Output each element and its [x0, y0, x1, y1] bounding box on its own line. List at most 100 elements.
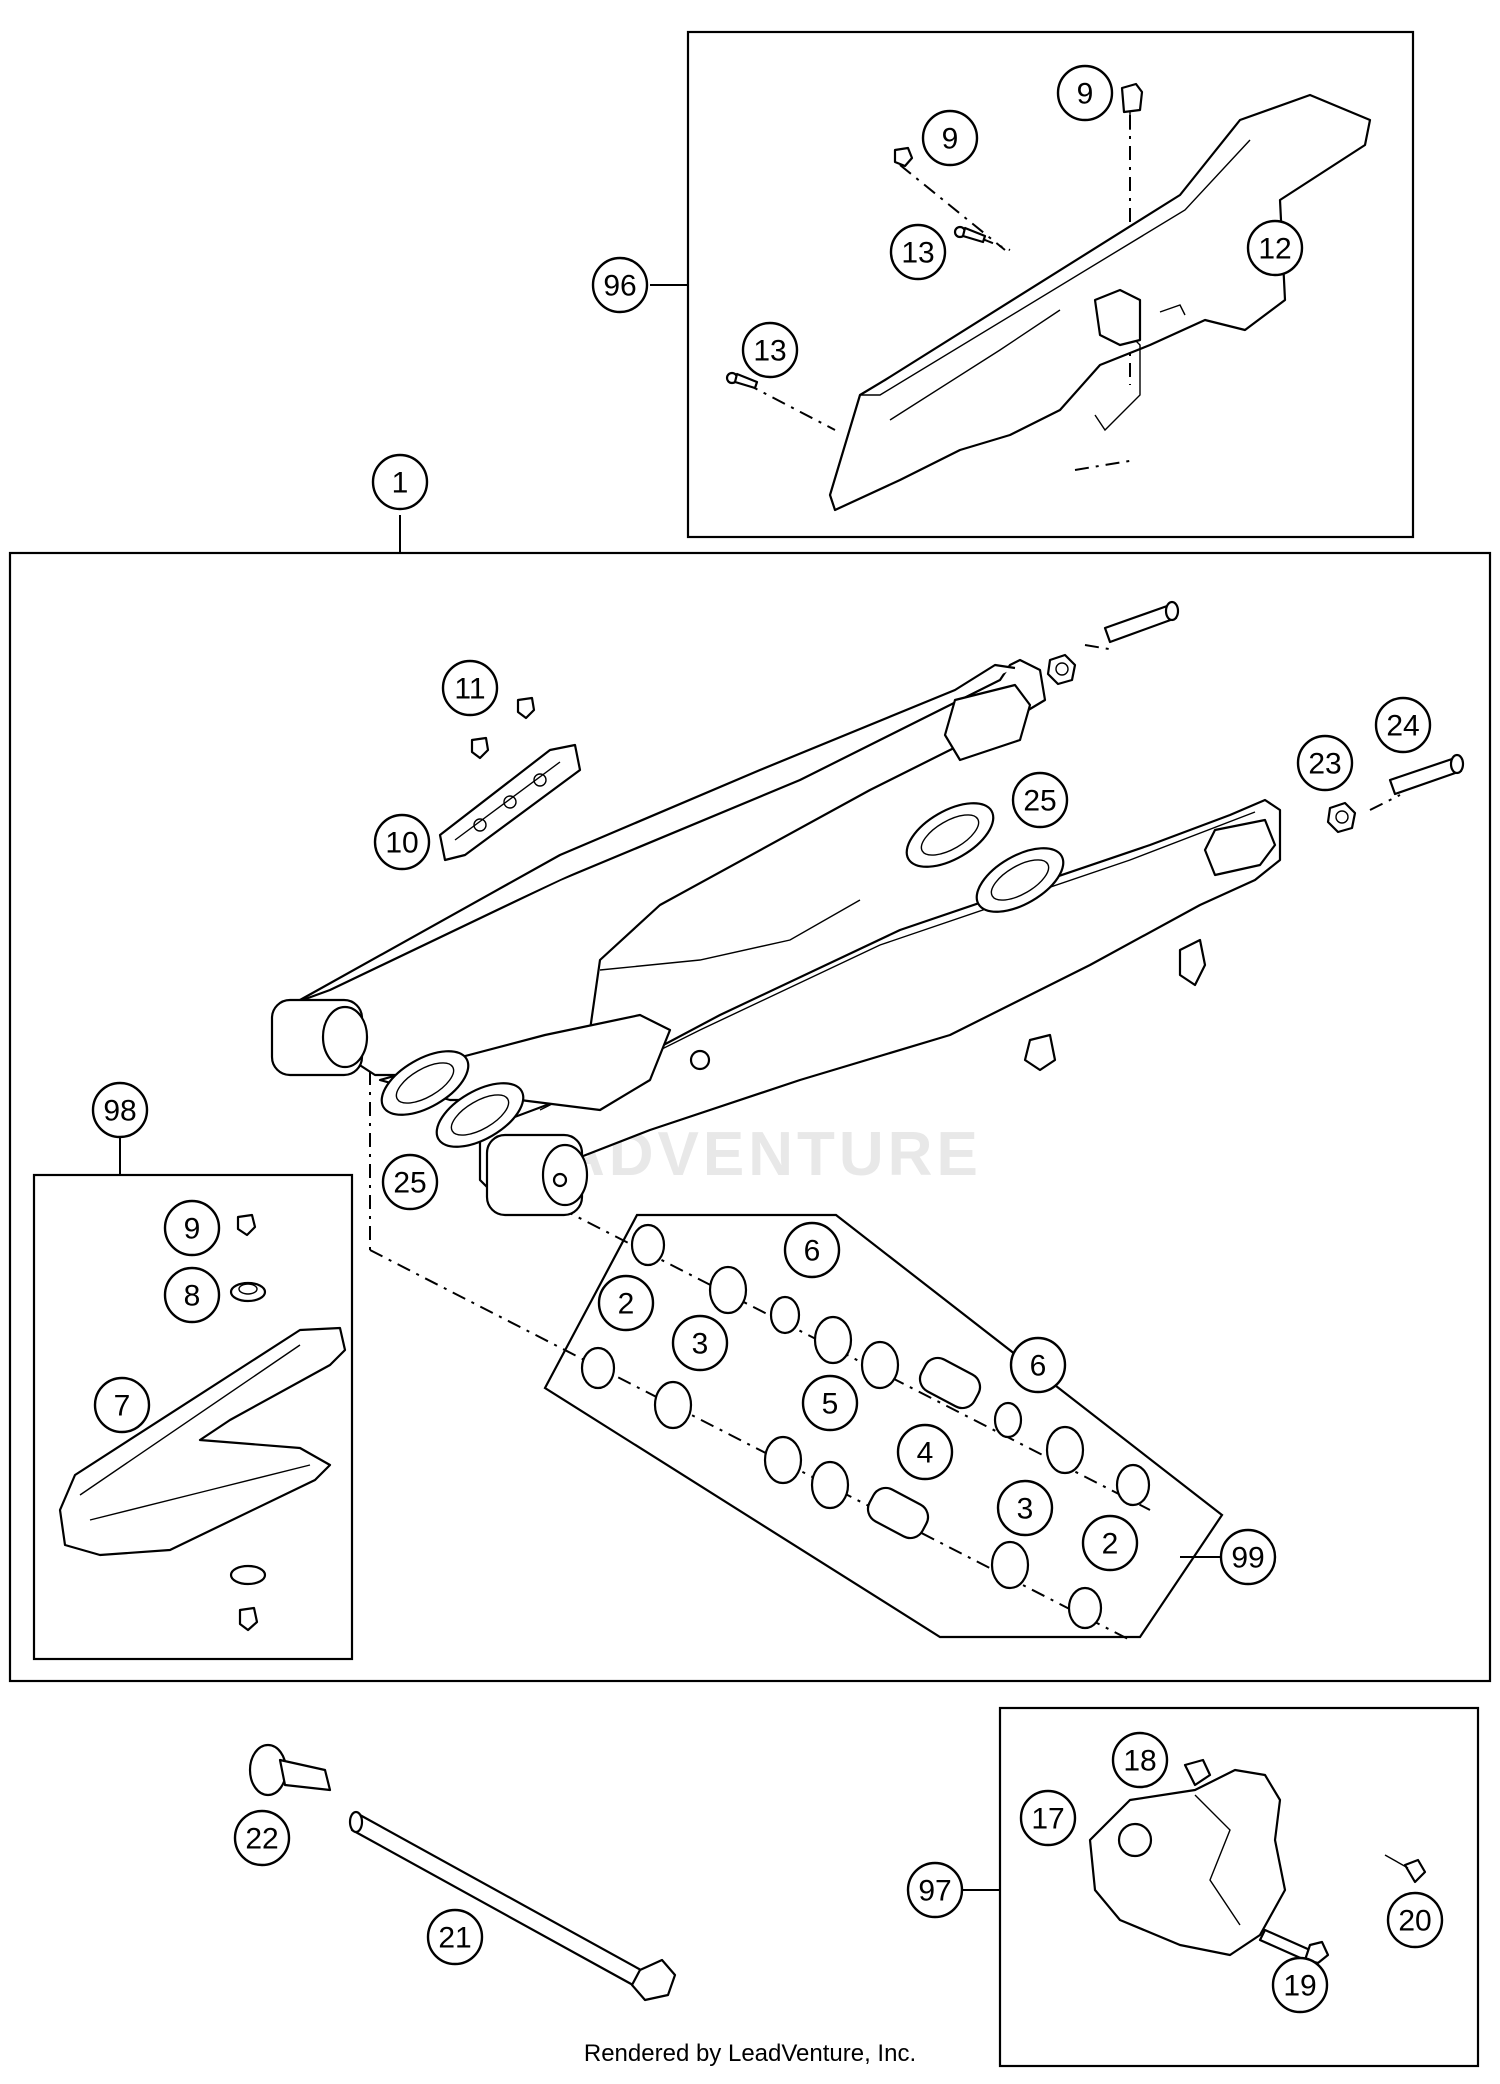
chain-slider-group-box	[32, 1173, 354, 1661]
callout-circle	[1056, 64, 1114, 122]
callout-19: 19	[1271, 1956, 1329, 2014]
callout-label: 9	[184, 1213, 201, 1246]
callout-1: 1	[371, 453, 429, 511]
callout-label: 6	[1030, 1350, 1047, 1383]
callout-label: 3	[692, 1328, 709, 1361]
callout-9: 9	[921, 109, 979, 167]
callout-6: 6	[783, 1221, 841, 1279]
callout-circle	[1011, 771, 1069, 829]
callout-11: 11	[441, 659, 499, 717]
callout-label: 7	[114, 1390, 131, 1423]
callout-label: 98	[103, 1095, 136, 1128]
callout-circle	[996, 1479, 1054, 1537]
callout-25: 25	[381, 1153, 439, 1211]
callout-circle	[1009, 1336, 1067, 1394]
bearing-kit-parts	[580, 1223, 1151, 1630]
bolt-part-20	[1384, 1854, 1427, 1884]
callout-label: 5	[822, 1388, 839, 1421]
callout-circle	[1374, 696, 1432, 754]
callout-circle	[801, 1374, 859, 1432]
callout-17: 17	[1019, 1789, 1077, 1847]
callout-22: 22	[233, 1809, 291, 1867]
callout-7: 7	[93, 1376, 151, 1434]
callout-circle	[591, 256, 649, 314]
screw-13-lower	[725, 371, 759, 390]
callout-label: 8	[184, 1280, 201, 1313]
callout-24: 24	[1374, 696, 1432, 754]
callout-circle	[896, 1423, 954, 1481]
callout-13: 13	[889, 223, 947, 281]
callout-96: 96	[591, 256, 649, 314]
callout-label: 24	[1386, 710, 1419, 743]
callout-label: 20	[1398, 1905, 1431, 1938]
callout-circle	[1386, 1891, 1444, 1949]
callout-20: 20	[1386, 1891, 1444, 1949]
chain-guard-part-12	[828, 93, 1372, 512]
callout-circle	[671, 1314, 729, 1372]
callout-label: 19	[1283, 1970, 1316, 2003]
screw-13-upper	[953, 225, 987, 244]
callout-circle	[921, 109, 979, 167]
callout-2: 2	[597, 1274, 655, 1332]
callout-label: 21	[438, 1922, 471, 1955]
callout-12: 12	[1246, 219, 1304, 277]
washer-8-slider	[229, 1281, 267, 1303]
chain-guide-group-box	[998, 1706, 1480, 2068]
bearing-kit-group-box	[543, 1213, 1224, 1639]
chain-slider-part-7	[58, 1326, 347, 1557]
callout-circle	[371, 453, 429, 511]
pin-24-upper	[1103, 600, 1180, 644]
callout-circle	[1019, 1789, 1077, 1847]
bolt-9-slider	[236, 1213, 257, 1237]
callout-8: 8	[163, 1266, 221, 1324]
callout-circle	[741, 321, 799, 379]
swingarm-body-part-1	[270, 658, 1282, 1217]
callout-label: 23	[1308, 748, 1341, 781]
bolt-part-22	[248, 1743, 332, 1797]
callout-label: 97	[918, 1875, 951, 1908]
callout-circle	[1296, 734, 1354, 792]
callout-label: 22	[245, 1823, 278, 1856]
callout-label: 17	[1031, 1803, 1064, 1836]
callout-4: 4	[896, 1423, 954, 1481]
callout-label: 13	[901, 237, 934, 270]
callout-label: 2	[1102, 1528, 1119, 1561]
callout-circle	[1081, 1514, 1139, 1572]
callout-10: 10	[373, 813, 431, 871]
callout-label: 25	[393, 1167, 426, 1200]
callout-18: 18	[1111, 1731, 1169, 1789]
callout-circle	[233, 1809, 291, 1867]
callout-3: 3	[671, 1314, 729, 1372]
callout-13: 13	[741, 321, 799, 379]
bolt-9-top-right	[1120, 82, 1144, 130]
callout-6: 6	[1009, 1336, 1067, 1394]
chain-guide-part-17	[1088, 1758, 1287, 1957]
callout-circle	[381, 1153, 439, 1211]
callout-label: 13	[753, 335, 786, 368]
callout-label: 10	[385, 827, 418, 860]
chain-slider-part-10	[438, 743, 582, 862]
seal-25-rear-pair	[905, 802, 1065, 913]
callout-23: 23	[1296, 734, 1354, 792]
nut-23-upper	[1046, 653, 1077, 686]
footer-credit: Rendered by LeadVenture, Inc.	[583, 2040, 917, 2067]
callout-circle	[426, 1908, 484, 1966]
callout-label: 11	[454, 673, 485, 706]
callout-circle	[1111, 1731, 1169, 1789]
callout-circle	[93, 1376, 151, 1434]
callout-circle	[783, 1221, 841, 1279]
callout-label: 3	[1017, 1493, 1034, 1526]
callout-circle	[889, 223, 947, 281]
callout-label: 2	[618, 1288, 635, 1321]
callout-label: 6	[804, 1235, 821, 1268]
callout-label: 9	[1077, 78, 1094, 111]
callout-circle	[163, 1199, 221, 1257]
callout-label: 1	[392, 467, 409, 500]
callout-98: 98	[91, 1081, 149, 1139]
callout-9: 9	[1056, 64, 1114, 122]
callout-label: 25	[1023, 785, 1056, 818]
callout-label: 96	[603, 270, 636, 303]
callout-circle	[597, 1274, 655, 1332]
callout-label: 99	[1231, 1542, 1264, 1575]
